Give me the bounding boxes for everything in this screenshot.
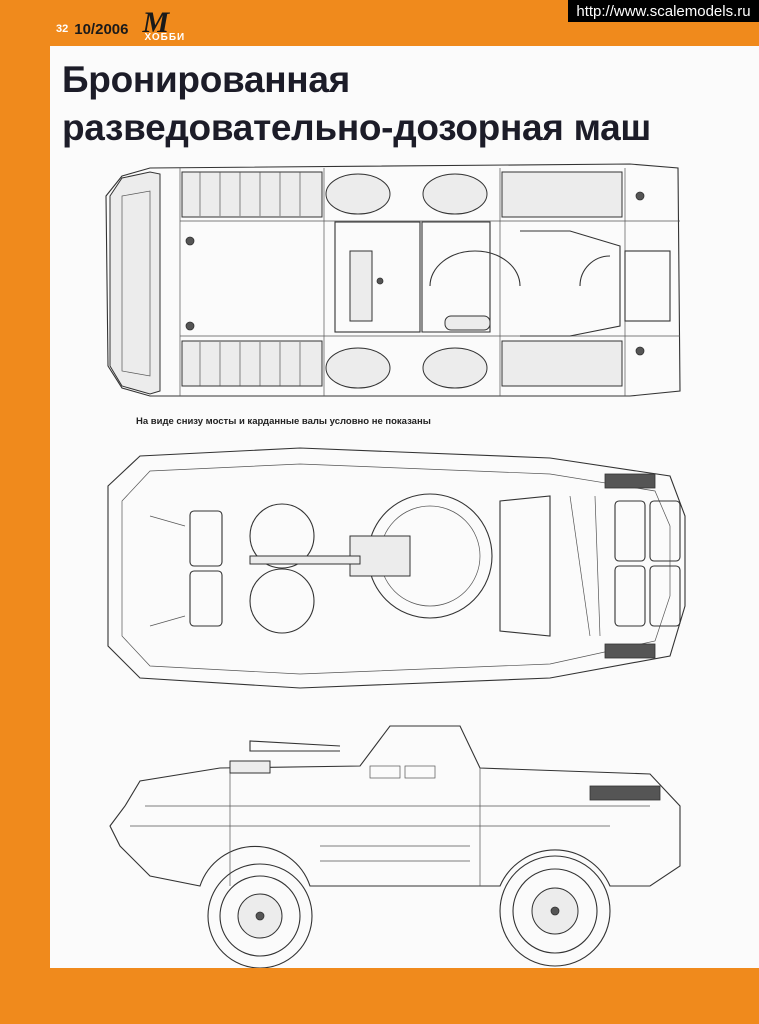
vehicle-top-view-icon xyxy=(107,447,686,689)
issue-number: 10/2006 xyxy=(74,20,129,38)
vehicle-bottom-view-icon xyxy=(105,163,681,397)
logo-mark: М xyxy=(142,6,170,39)
title-line-2: разведовательно-дозорная маш xyxy=(62,107,651,148)
bottom-view-caption: На виде снизу мосты и карданные валы усл… xyxy=(136,416,431,427)
vehicle-side-view-icon xyxy=(109,725,681,968)
magazine-header: 32 10/2006 М ХОББИ xyxy=(56,6,192,43)
article-title: Бронированная разведовательно-дозорная м… xyxy=(62,56,759,152)
watermark-url[interactable]: http://www.scalemodels.ru xyxy=(568,0,759,22)
page-number: 32 xyxy=(56,23,69,35)
title-line-1: Бронированная xyxy=(62,59,350,100)
vehicle-bottom-view-drawing xyxy=(105,163,686,968)
article-page: Бронированная разведовательно-дозорная м… xyxy=(50,46,759,968)
magazine-logo: М ХОББИ xyxy=(136,6,192,44)
watermark-url-text: http://www.scalemodels.ru xyxy=(576,2,751,20)
logo-text: ХОББИ xyxy=(144,32,186,43)
